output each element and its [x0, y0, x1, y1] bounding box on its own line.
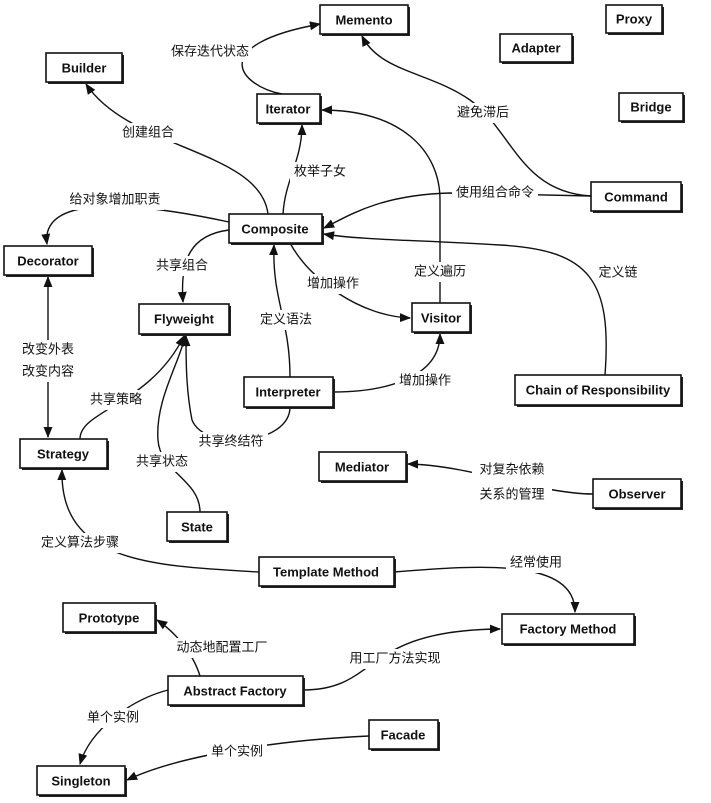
edge-interpreter-flyweight [181, 334, 291, 441]
relation-labels: 保存迭代状态 创建组合 枚举子女 给对象增加职责 使用组合命令 避免滞后 共享组… [18, 42, 641, 762]
edge-visitor-iterator [320, 105, 441, 303]
box-decorator: Decorator [3, 245, 94, 277]
label-create-composite: 创建组合 [122, 126, 174, 141]
box-strategy: Strategy [19, 438, 109, 470]
svg-text:Decorator: Decorator [17, 254, 78, 269]
label-single-instance-af: 单个实例 [87, 711, 139, 726]
box-adapter: Adapter [499, 33, 574, 64]
edge-composite-decorator [41, 205, 230, 246]
svg-text:Template Method: Template Method [273, 565, 379, 580]
svg-text:Proxy: Proxy [616, 12, 653, 27]
box-memento: Memento [319, 4, 410, 36]
label-enumerate-children: 枚举子女 [294, 164, 346, 180]
label-add-operations-composite: 增加操作 [307, 276, 359, 292]
svg-text:Command: Command [604, 190, 668, 205]
box-proxy: Proxy [605, 4, 664, 35]
label-configure-factory: 动态地配置工厂 [176, 641, 267, 656]
label-share-composites: 共享组合 [156, 258, 208, 274]
edge-state-flyweight [157, 334, 201, 513]
svg-text:Mediator: Mediator [335, 460, 389, 475]
label-add-responsibilities: 给对象增加职责 [69, 193, 160, 208]
box-composite: Composite [228, 213, 324, 245]
label-add-operations-interpreter: 增加操作 [399, 373, 451, 389]
edge-composite-builder [85, 83, 269, 215]
label-change-guts: 改变内容 [22, 364, 74, 380]
svg-text:Adapter: Adapter [511, 41, 560, 56]
edge-template-strategy [57, 468, 260, 573]
box-observer: Observer [592, 478, 683, 510]
label-complex-dependency-1: 对复杂依赖 [479, 463, 544, 478]
edge-command-memento [361, 34, 592, 197]
svg-text:State: State [181, 520, 213, 535]
svg-text:Bridge: Bridge [630, 100, 671, 115]
box-template-method: Template Method [258, 556, 396, 588]
label-save-iteration-state: 保存迭代状态 [171, 45, 249, 60]
label-define-chain: 定义链 [598, 266, 637, 281]
box-abstract-factory: Abstract Factory [167, 675, 305, 707]
box-command: Command [590, 181, 683, 213]
label-avoid-hysteresis: 避免滞后 [457, 106, 509, 121]
svg-text:Visitor: Visitor [421, 311, 461, 326]
label-define-grammar: 定义语法 [260, 313, 312, 328]
edge-chain-composite [322, 231, 607, 376]
edge-template-factorymethod [393, 566, 580, 614]
box-flyweight: Flyweight [138, 303, 231, 336]
box-state: State [166, 511, 229, 543]
edge-command-composite [322, 192, 592, 229]
box-iterator: Iterator [256, 93, 322, 125]
box-prototype: Prototype [62, 602, 157, 634]
edge-composite-flyweight [177, 229, 230, 304]
box-visitor: Visitor [411, 302, 472, 334]
svg-text:Observer: Observer [608, 487, 665, 502]
svg-text:Memento: Memento [335, 13, 392, 28]
label-change-skin: 改变外表 [22, 342, 74, 358]
edge-iterator-memento [241, 21, 322, 95]
label-compose-commands: 使用组合命令 [456, 185, 534, 201]
svg-text:Composite: Composite [241, 222, 308, 237]
svg-text:Builder: Builder [62, 61, 107, 76]
label-share-terminals: 共享终结符 [198, 434, 263, 450]
box-mediator: Mediator [318, 451, 408, 483]
label-share-strategies: 共享策略 [90, 392, 142, 408]
box-builder: Builder [45, 52, 124, 84]
pattern-boxes: Memento Proxy Adapter Builder Iterator B… [3, 4, 685, 797]
svg-text:Factory Method: Factory Method [520, 622, 617, 637]
label-complex-dependency-2: 关系的管理 [479, 487, 544, 503]
svg-text:Singleton: Singleton [51, 774, 110, 789]
label-define-algorithm-steps: 定义算法步骤 [41, 536, 119, 551]
svg-text:Strategy: Strategy [37, 447, 90, 462]
svg-text:Interpreter: Interpreter [255, 385, 320, 400]
svg-text:Iterator: Iterator [266, 102, 311, 117]
label-single-instance-facade: 单个实例 [211, 745, 263, 760]
svg-text:Chain of Responsibility: Chain of Responsibility [526, 383, 671, 398]
svg-text:Abstract Factory: Abstract Factory [183, 684, 287, 699]
box-factory-method: Factory Method [501, 613, 636, 646]
label-implement-with-factory-method: 用工厂方法实现 [349, 651, 440, 667]
box-facade: Facade [368, 719, 440, 751]
edge-strategy-flyweight [79, 334, 185, 440]
label-often-uses: 经常使用 [510, 555, 562, 571]
box-bridge: Bridge [618, 92, 685, 123]
svg-text:Flyweight: Flyweight [154, 312, 215, 327]
label-define-traversals: 定义遍历 [414, 264, 466, 280]
label-share-states: 共享状态 [136, 454, 188, 470]
box-interpreter: Interpreter [243, 376, 335, 409]
svg-text:Facade: Facade [381, 728, 426, 743]
box-singleton: Singleton [36, 765, 127, 797]
box-chain-of-responsibility: Chain of Responsibility [514, 374, 683, 407]
svg-text:Prototype: Prototype [79, 611, 140, 626]
